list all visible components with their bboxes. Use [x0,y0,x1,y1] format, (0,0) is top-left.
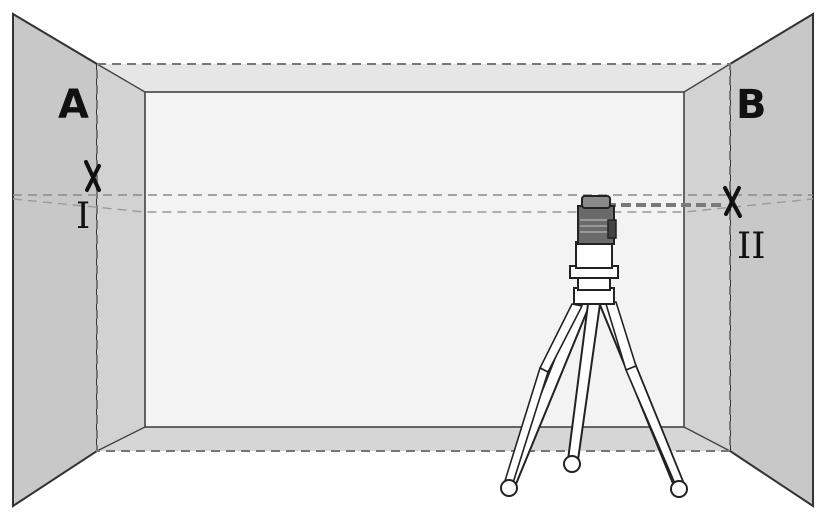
label-wall-a: A [58,82,89,128]
edge-br [683,426,731,452]
edge-bl [96,426,146,452]
mark-1-cross [84,160,101,192]
edge-tr [683,63,731,93]
edge-tl [96,63,146,93]
laser-line-lower [12,198,814,213]
tripod-foot-right [670,480,688,498]
floor-band [97,427,730,451]
mark-2-cross [723,186,742,218]
device-side-window [607,219,617,239]
device-base [575,241,613,269]
tripod-foot-left [500,479,518,497]
dashed-frame [96,63,731,452]
tripod [500,265,688,498]
left-reveal [97,64,145,451]
tripod-foot-center [563,455,581,473]
label-mark-2: II [737,226,765,267]
right-reveal [684,64,730,451]
label-wall-b: B [736,82,767,128]
device-top [581,195,611,209]
label-mark-1: I [76,196,90,237]
laser-level-device [575,195,617,269]
ceiling-band [97,64,730,92]
